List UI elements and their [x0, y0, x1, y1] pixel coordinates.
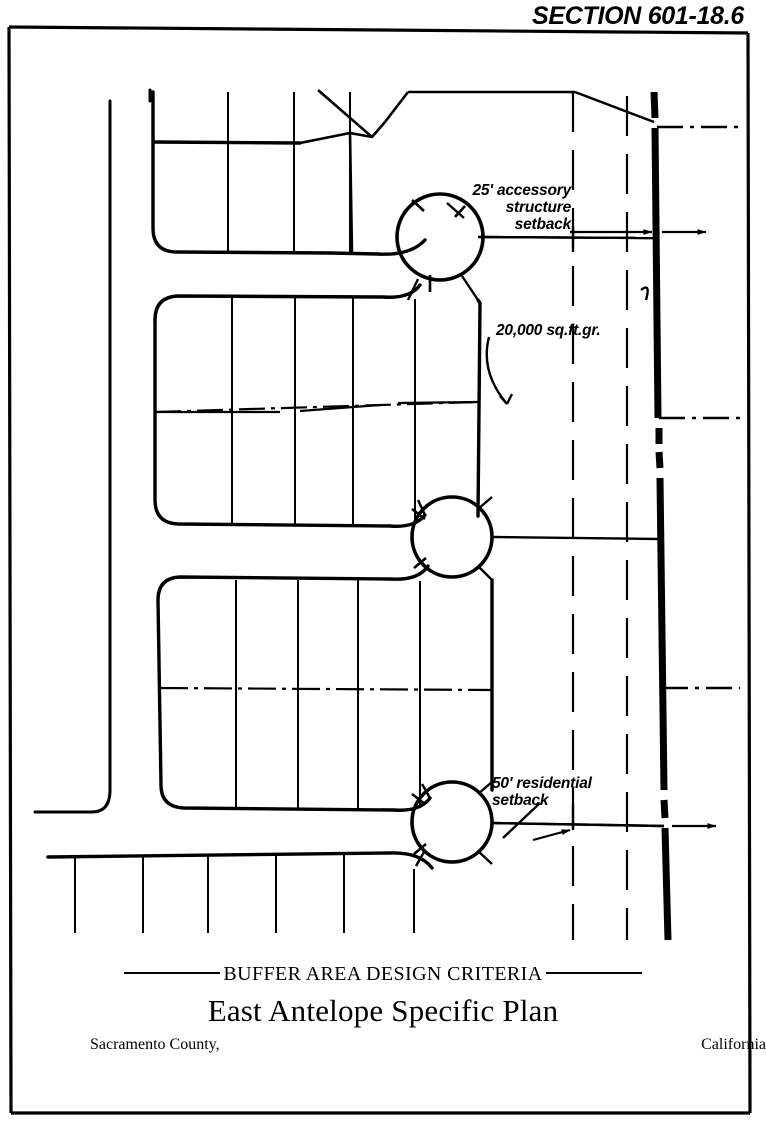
cul-de-sac-middle-ticks — [411, 507, 427, 569]
east-crossing-centerlines — [657, 125, 740, 690]
criteria-text: BUFFER AREA DESIGN CRITERIA — [223, 963, 543, 985]
leader-residential-setback — [502, 802, 541, 839]
annotation-lot-size: 20,000 sq.ft.gr. — [496, 322, 601, 339]
criteria-rule-left — [124, 972, 221, 974]
leader-lot-size — [485, 286, 649, 405]
block-c-lot-lines-dashed — [235, 610, 421, 807]
cul-de-sac-lower — [410, 780, 494, 864]
block-c-centerline — [159, 686, 493, 692]
block-b-street-edges — [153, 283, 482, 528]
sheet-border — [7, 25, 752, 1115]
block-b-centerline-dashes — [154, 400, 479, 414]
buffer-lot-lines-east — [571, 92, 629, 940]
section-label: SECTION 601-18.6 — [532, 2, 744, 30]
block-a-lot-lines — [227, 92, 351, 253]
cul-de-sac-middle-radials — [416, 496, 659, 581]
bottom-street-curb — [46, 851, 434, 870]
block-b-lot-lines-dashed — [231, 330, 416, 523]
cul-de-sac-upper-radials — [406, 235, 655, 301]
title-block-state: California — [701, 1036, 766, 1053]
cul-de-sac-upper-ticks — [411, 199, 466, 292]
block-a-right-edge — [408, 90, 655, 124]
bottom-lot-lines — [74, 853, 415, 905]
criteria-rule-right — [545, 972, 642, 974]
left-arterial-street — [33, 88, 152, 814]
annotation-accessory-structure-setback: 25' accessory structure setback — [472, 182, 572, 233]
block-c-street-edges — [156, 564, 494, 812]
dimension-accessory-setback — [477, 226, 707, 252]
top-angled-centerline — [299, 131, 351, 145]
block-c-lot-lines — [235, 580, 421, 809]
title-block-criteria: BUFFER AREA DESIGN CRITERIA — [0, 963, 766, 986]
block-a-street-edges — [151, 90, 427, 256]
leader-accessory-setback — [446, 202, 465, 219]
dimension-residential-setback — [491, 805, 717, 842]
block-a-lot-lines-dashed — [227, 150, 351, 252]
cul-de-sac-middle — [410, 495, 494, 579]
plan-boundary-line — [650, 91, 672, 941]
bottom-lot-lines-dashed — [74, 905, 415, 940]
title-block-plan-name: East Antelope Specific Plan — [207, 993, 559, 1028]
cul-de-sac-lower-ticks — [411, 792, 427, 855]
title-block-county: Sacramento County, — [90, 1036, 220, 1053]
annotation-residential-setback: 50' residential setback — [492, 775, 592, 809]
block-a-centerline-top — [152, 140, 301, 145]
top-angled-lot-lines — [299, 89, 410, 254]
